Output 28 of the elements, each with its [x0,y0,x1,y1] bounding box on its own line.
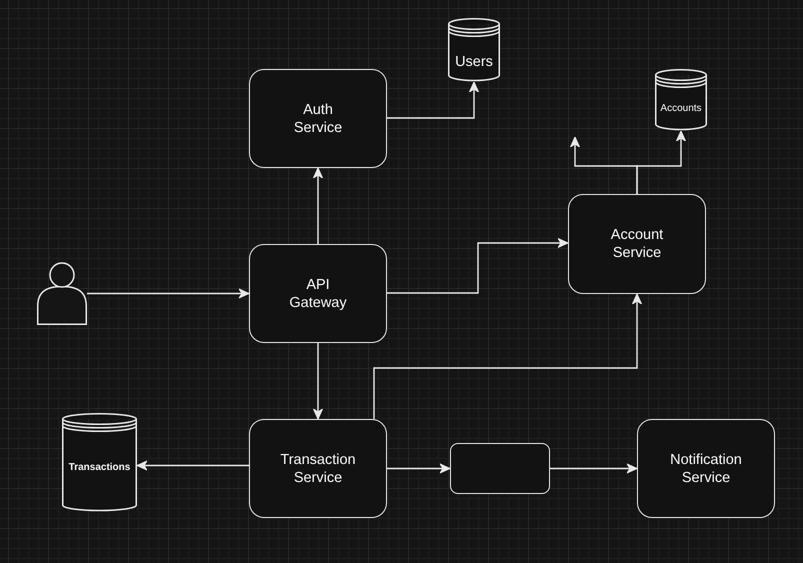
node-label: Accounts [660,102,702,116]
node-label: API Gateway [289,276,347,312]
process-box [450,443,550,494]
process-box [249,419,387,518]
node-label: Account Service [610,226,664,262]
node-label: Auth Service [294,100,342,136]
node-label: Transactions [68,461,130,475]
arrow [387,238,568,294]
arrow [87,288,250,298]
arrow [636,130,686,194]
arrow [313,168,323,244]
arrow [313,343,323,420]
arrow [387,82,479,119]
arrow [387,464,450,474]
node-label: Transaction Service [280,450,356,486]
node-label: Notification Service [670,450,742,486]
person-icon [37,262,87,325]
arrow [550,464,638,474]
process-box [637,419,775,518]
process-box [568,194,706,294]
process-box [249,69,387,168]
arrow [136,460,249,470]
database-cylinder [655,69,707,131]
arrow [373,294,642,419]
node-label: Users [455,53,493,71]
database-cylinder [62,413,137,512]
process-box [249,244,387,343]
database-cylinder [448,18,500,82]
